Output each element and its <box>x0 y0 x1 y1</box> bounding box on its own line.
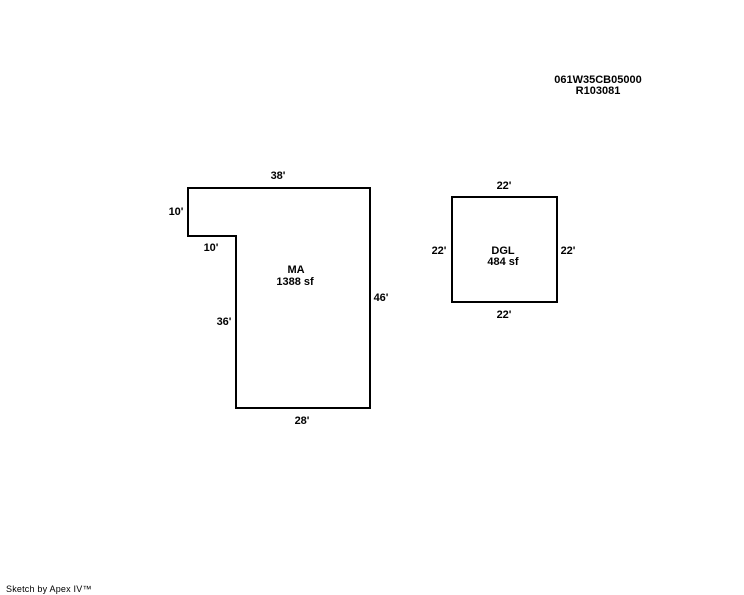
area-ma-size: 1388 sf <box>276 276 314 288</box>
area-ma: 38' 10' 10' 36' 46' 28' MA 1388 sf <box>169 170 389 427</box>
dim-ma-left-upper: 10' <box>169 206 184 218</box>
area-ma-name: MA <box>287 264 304 276</box>
dim-ma-top: 38' <box>271 170 286 182</box>
dim-ma-left-lower: 36' <box>217 316 232 328</box>
dim-ma-right: 46' <box>374 292 389 304</box>
area-ma-outline <box>187 187 371 409</box>
parcel-account-number: R103081 <box>575 85 621 97</box>
area-dgl-outline <box>451 196 558 303</box>
dim-ma-notch: 10' <box>204 242 219 254</box>
dim-dgl-bottom: 22' <box>497 309 512 321</box>
sketch-credit: Sketch by Apex IV™ <box>6 584 92 594</box>
area-dgl-size: 484 sf <box>487 256 519 268</box>
parcel-map-number: 061W35CB05000 <box>554 74 642 86</box>
dim-dgl-top: 22' <box>497 180 512 192</box>
dim-dgl-left: 22' <box>432 245 447 257</box>
dim-ma-bottom: 28' <box>295 415 310 427</box>
area-dgl-name: DGL <box>491 245 515 257</box>
area-dgl: 22' 22' 22' 22' DGL 484 sf <box>432 180 576 321</box>
dim-dgl-right: 22' <box>561 245 576 257</box>
